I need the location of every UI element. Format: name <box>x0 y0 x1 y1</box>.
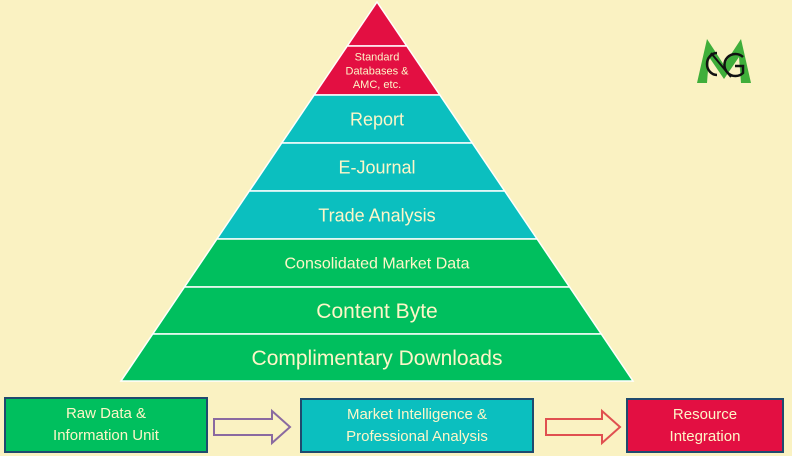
pyramid-layer-label: E-Journal <box>338 157 415 177</box>
flow-step-raw-data: Raw Data & Information Unit <box>4 397 208 453</box>
pyramid-layer: Complimentary Downloads <box>119 333 635 382</box>
pyramid-layer-shape <box>345 0 409 47</box>
pyramid-layer-label: Consolidated Market Data <box>285 256 470 273</box>
flow-step-market-intelligence: Market Intelligence & Professional Analy… <box>300 398 534 453</box>
pyramid-layer: Report <box>280 94 474 144</box>
flow-step-resource-integration: Resource Integration <box>626 398 784 453</box>
flow-step-label: Resource Integration <box>669 405 741 445</box>
pyramid-layer: Consolidated Market Data <box>183 238 571 288</box>
flow-arrow-icon <box>213 408 292 446</box>
pyramid-layer-label: Complimentary Downloads <box>252 347 503 370</box>
mcg-logo <box>697 39 751 83</box>
pyramid-layer-label: Report <box>350 109 404 129</box>
pyramid-layer-shape <box>119 333 635 382</box>
pyramid-layer: Content Byte <box>151 286 603 335</box>
flow-arrow-icon <box>545 408 622 446</box>
pyramid-layer-label: Content Byte <box>316 300 437 323</box>
pyramid-layer: Trade Analysis <box>215 190 539 240</box>
pyramid-layer <box>345 0 409 47</box>
flow-step-label: Raw Data & Information Unit <box>53 405 159 444</box>
pyramid-layer: E-Journal <box>247 142 507 192</box>
flow-step-label: Market Intelligence & Professional Analy… <box>346 405 488 445</box>
pyramid-layer-label: Trade Analysis <box>318 205 435 225</box>
